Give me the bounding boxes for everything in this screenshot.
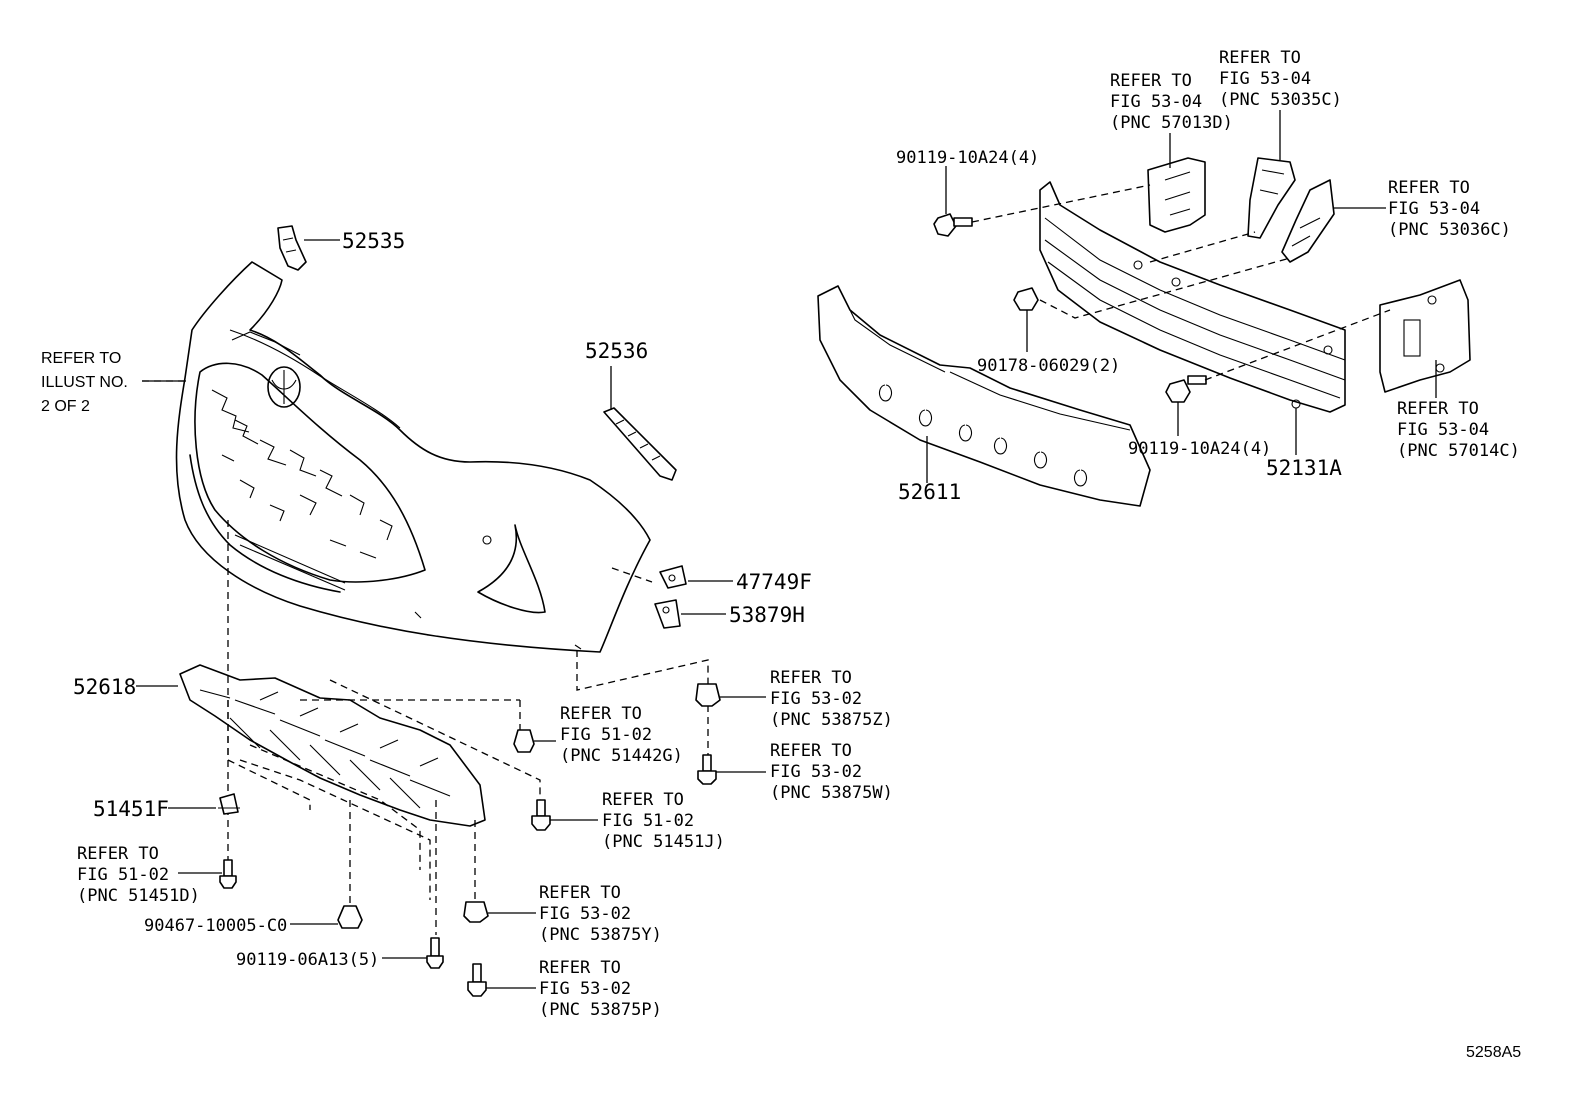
nut-53875Y bbox=[463, 901, 489, 923]
bolt-90119-06A13 bbox=[426, 937, 444, 969]
label-ref-53875P-1: REFER TO bbox=[539, 958, 621, 978]
diagram-code: 5258A5 bbox=[1466, 1044, 1521, 1061]
clip-53879H-drawing bbox=[654, 599, 681, 629]
label-ref-51451D-1: REFER TO bbox=[77, 844, 159, 864]
label-52618: 52618 bbox=[73, 675, 136, 699]
nut-53875Z bbox=[695, 683, 721, 707]
label-90119-10A24-top: 90119-10A24(4) bbox=[896, 148, 1039, 168]
bolt-90119-10A24-bottom bbox=[1165, 375, 1207, 403]
label-ref-57014C-3: (PNC 57014C) bbox=[1397, 441, 1520, 461]
label-ref-53035C-2: FIG 53-04 bbox=[1219, 69, 1311, 89]
bracket-57013D bbox=[1147, 157, 1206, 233]
label-ref-53036C-3: (PNC 53036C) bbox=[1388, 220, 1511, 240]
label-ref-51451D-3: (PNC 51451D) bbox=[77, 886, 200, 906]
label-ref-53875W-1: REFER TO bbox=[770, 741, 852, 761]
bracket-53035C bbox=[1247, 157, 1296, 239]
label-ref-51451J-2: FIG 51-02 bbox=[602, 811, 694, 831]
label-ref-53875Z-3: (PNC 53875Z) bbox=[770, 710, 893, 730]
front-bumper-cover-drawing bbox=[175, 261, 651, 653]
label-ref-53875Y-3: (PNC 53875Y) bbox=[539, 925, 662, 945]
label-ref-53875Y-2: FIG 53-02 bbox=[539, 904, 631, 924]
label-ref-57014C-2: FIG 53-04 bbox=[1397, 420, 1489, 440]
label-ref-51451J-1: REFER TO bbox=[602, 790, 684, 810]
label-52131A: 52131A bbox=[1266, 456, 1342, 480]
bracket-57014C bbox=[1379, 279, 1471, 393]
nut-90178 bbox=[1013, 287, 1039, 311]
label-52535: 52535 bbox=[342, 229, 405, 253]
label-ref-57013D-1: REFER TO bbox=[1110, 71, 1192, 91]
foam-absorber-52611-drawing bbox=[817, 285, 1151, 507]
label-47749F: 47749F bbox=[736, 570, 812, 594]
label-90119-06A13: 90119-06A13(5) bbox=[236, 950, 379, 970]
label-refer-illust-1: REFER TO bbox=[41, 350, 121, 367]
fastener-51451F bbox=[218, 793, 240, 815]
label-ref-57013D-3: (PNC 57013D) bbox=[1110, 113, 1233, 133]
bolt-53875W bbox=[697, 754, 717, 785]
label-ref-57014C-1: REFER TO bbox=[1397, 399, 1479, 419]
clip-51442G bbox=[513, 729, 535, 753]
bracket-52535-drawing bbox=[277, 225, 307, 271]
lower-absorber-52618-drawing bbox=[179, 664, 486, 827]
label-ref-51451D-2: FIG 51-02 bbox=[77, 865, 169, 885]
reinforcement-52131A-drawing bbox=[1039, 181, 1346, 413]
label-53879H: 53879H bbox=[729, 603, 805, 627]
label-ref-57013D-2: FIG 53-04 bbox=[1110, 92, 1202, 112]
label-refer-illust-3: 2 OF 2 bbox=[41, 398, 90, 415]
labels: 52535 52536 REFER TO ILLUST NO. 2 OF 2 4… bbox=[41, 48, 1521, 1061]
label-52611: 52611 bbox=[898, 480, 961, 504]
label-ref-53875W-3: (PNC 53875W) bbox=[770, 783, 893, 803]
label-52536: 52536 bbox=[585, 339, 648, 363]
label-ref-53036C-1: REFER TO bbox=[1388, 178, 1470, 198]
label-90119-10A24-bottom: 90119-10A24(4) bbox=[1128, 439, 1271, 459]
label-refer-illust-2: ILLUST NO. bbox=[41, 374, 128, 391]
bracket-53036C bbox=[1281, 179, 1335, 263]
bolt-90119-10A24-top bbox=[933, 213, 973, 237]
label-ref-53035C-1: REFER TO bbox=[1219, 48, 1301, 68]
label-51451F: 51451F bbox=[93, 797, 169, 821]
bracket-52536-drawing bbox=[603, 407, 677, 481]
clip-90467 bbox=[337, 905, 363, 929]
clip-47749F-drawing bbox=[659, 565, 687, 589]
label-ref-51451J-3: (PNC 51451J) bbox=[602, 832, 725, 852]
label-ref-53035C-3: (PNC 53035C) bbox=[1219, 90, 1342, 110]
label-ref-53036C-2: FIG 53-04 bbox=[1388, 199, 1480, 219]
label-ref-53875W-2: FIG 53-02 bbox=[770, 762, 862, 782]
label-ref-53875Z-1: REFER TO bbox=[770, 668, 852, 688]
label-ref-51442G-3: (PNC 51442G) bbox=[560, 746, 683, 766]
label-ref-53875Z-2: FIG 53-02 bbox=[770, 689, 862, 709]
label-ref-51442G-1: REFER TO bbox=[560, 704, 642, 724]
bolt-53875P bbox=[467, 963, 487, 997]
bolt-51451J bbox=[531, 799, 551, 831]
bolt-51451D bbox=[219, 859, 237, 889]
label-90178: 90178-06029(2) bbox=[977, 356, 1120, 376]
label-ref-53875Y-1: REFER TO bbox=[539, 883, 621, 903]
dash-lines-upper bbox=[971, 184, 1391, 381]
label-ref-51442G-2: FIG 51-02 bbox=[560, 725, 652, 745]
label-ref-53875P-2: FIG 53-02 bbox=[539, 979, 631, 999]
label-ref-53875P-3: (PNC 53875P) bbox=[539, 1000, 662, 1020]
label-90467: 90467-10005-C0 bbox=[144, 916, 287, 936]
